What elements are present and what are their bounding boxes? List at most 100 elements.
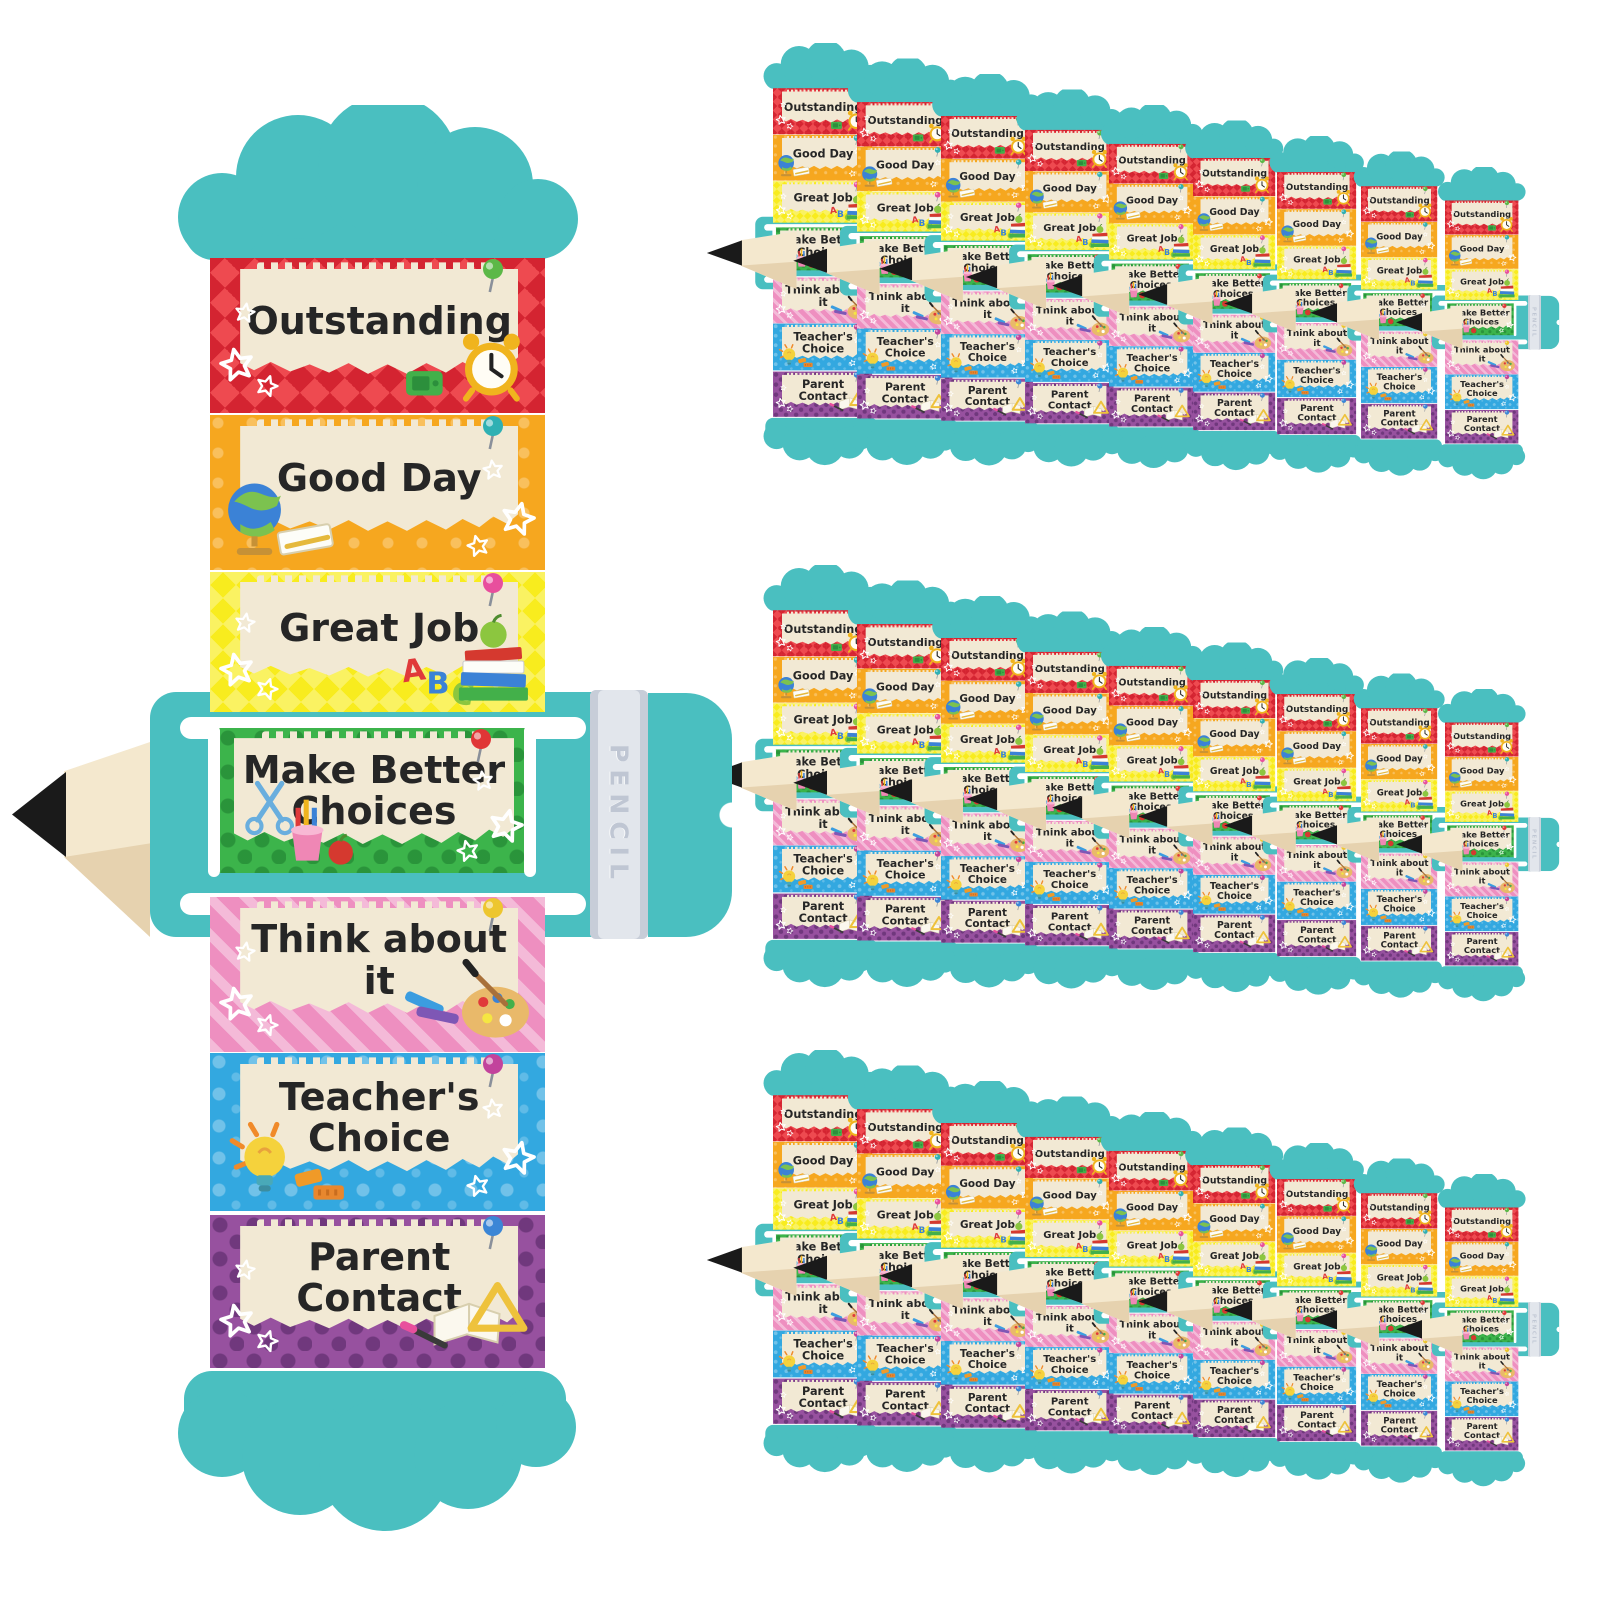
star-doodle-icon [1031,1401,1038,1408]
star-doodle-icon [953,845,960,852]
crayons-and-paint-palette-icon [1487,1361,1515,1379]
star-doodle-icon [1204,708,1210,715]
push-pin-icon [1504,374,1511,383]
pencil-tip-graphite-icon [965,787,998,811]
pencil-label: PENCIL [604,743,634,886]
behavior-card-great-job: Great Job ABC [1445,791,1519,822]
pencil-tip [1052,267,1130,317]
pencil-eraser [1540,817,1560,872]
pencil-tip-wood-shade [1081,292,1130,317]
cloud-top-shape [178,105,578,260]
star-doodle-icon [1031,745,1038,752]
star-doodle-icon [1037,160,1044,167]
star-doodle-icon [786,122,794,130]
lightbulb-eraser-icons [1279,1381,1310,1403]
star-doodle-icon [1283,1189,1288,1195]
push-pin-icon [1504,340,1511,348]
star-doodle-icon [864,725,871,731]
star-doodle-icon [1450,872,1456,877]
scissors-pencil-cup-icons [227,775,359,869]
star-doodle-icon [1371,1437,1377,1443]
star-doodle-icon [235,302,257,324]
star-doodle-icon [786,734,794,742]
pencil-tip-wood [996,257,1047,310]
card-paper-note: Good Day [781,137,865,170]
card-label: Outstanding [783,100,863,114]
card-label: Great Job [793,191,853,205]
star-doodle-icon [786,212,794,220]
star-doodle-icon [1283,182,1288,188]
star-doodle-icon [780,1108,787,1115]
lightbulb-eraser-icons [1279,374,1310,396]
pencil-tip [965,257,1047,310]
pencil-tip-wood [825,1247,880,1303]
star-doodle-icon [1504,244,1510,250]
globe-note-icons [1195,732,1227,755]
pencil-tip-wood [911,1255,963,1310]
star-doodle-icon [1371,1288,1377,1294]
pencil-tip-wood-shade [825,268,880,296]
star-doodle-icon [1450,419,1456,425]
star-doodle-icon [456,840,479,863]
pencil-tip-wood-shade [996,284,1047,310]
behavior-card-outstanding: Outstanding [1445,722,1519,757]
star-doodle-icon [1288,350,1294,356]
crayons-palette-icons [1487,1360,1516,1381]
pencil-tip-graphite-icon [1396,835,1423,854]
lightbulb-and-eraser-icon [1197,1376,1226,1396]
svg-text:B: B [426,666,449,701]
star-doodle-icon [1371,880,1377,886]
star-doodle-icon [953,323,960,330]
star-doodle-icon [948,1310,954,1317]
star-doodle-icon [1031,310,1038,317]
star-doodle-icon [1204,782,1210,789]
globe-icon [1281,225,1307,243]
star-doodle-icon [1371,212,1377,218]
pencil-tip-wood [1251,286,1296,333]
pencil-tip-graphite-icon [965,1272,998,1296]
behavior-card-good-day: Good Day [1445,234,1519,269]
pencil-tip-wood-shade [825,1275,880,1303]
alarm-clock-and-sharpener-icon [1487,217,1513,233]
star-doodle-icon [948,1135,954,1141]
star-doodle-icon [1115,677,1121,683]
pencil-tip [965,1264,1047,1317]
lightbulb-eraser-icons [1112,883,1146,907]
paper-torn-edge [786,89,859,93]
alarm-clock-sharpener-icons [400,314,532,408]
star-doodle-icon [1288,1357,1294,1363]
lightbulb-and-eraser-icon [1197,891,1226,911]
star-doodle-icon [1120,1257,1127,1264]
star-doodles [773,181,872,222]
star-doodle-icon [1455,1233,1460,1238]
star-doodle-icon [864,1394,871,1401]
star-doodle-icon [1199,1410,1205,1416]
star-doodle-icon [1366,341,1372,347]
alarm-clock-and-sharpener-icon [1487,739,1513,755]
slot-bracket-right [1513,1309,1517,1344]
push-pin-icon [1501,1310,1508,1318]
star-doodle-icon [1509,1400,1517,1409]
globe-icon [1197,213,1224,232]
star-doodle-icon [1283,1415,1288,1421]
globe-icon [1197,1220,1224,1239]
pencil-tip-wood-shade [740,1268,797,1297]
star-doodle-icon [948,390,954,397]
pencil-tip-wood-shade [1421,850,1463,872]
pencil-tip [1396,1313,1463,1357]
pencil-tip-graphite-icon [1138,1291,1168,1312]
pencil-tip-wood-shade [1421,328,1463,350]
star-doodle-icon [1199,325,1205,331]
star-doodle-icon [1450,800,1456,805]
star-doodle-icon [953,753,960,760]
pencil-tip-wood [1166,1283,1213,1332]
pencil-tip-graphite-icon [12,772,66,857]
pencil-tip [1310,296,1380,341]
slot-bracket-left [208,725,220,877]
pencil-tip-wood [911,770,963,825]
lightbulb-eraser-icons [1447,910,1476,931]
star-doodle-icon [1037,240,1044,247]
behavior-card-parent-contact: Parent Contact [1445,410,1519,444]
star-doodle-icon [870,743,877,751]
